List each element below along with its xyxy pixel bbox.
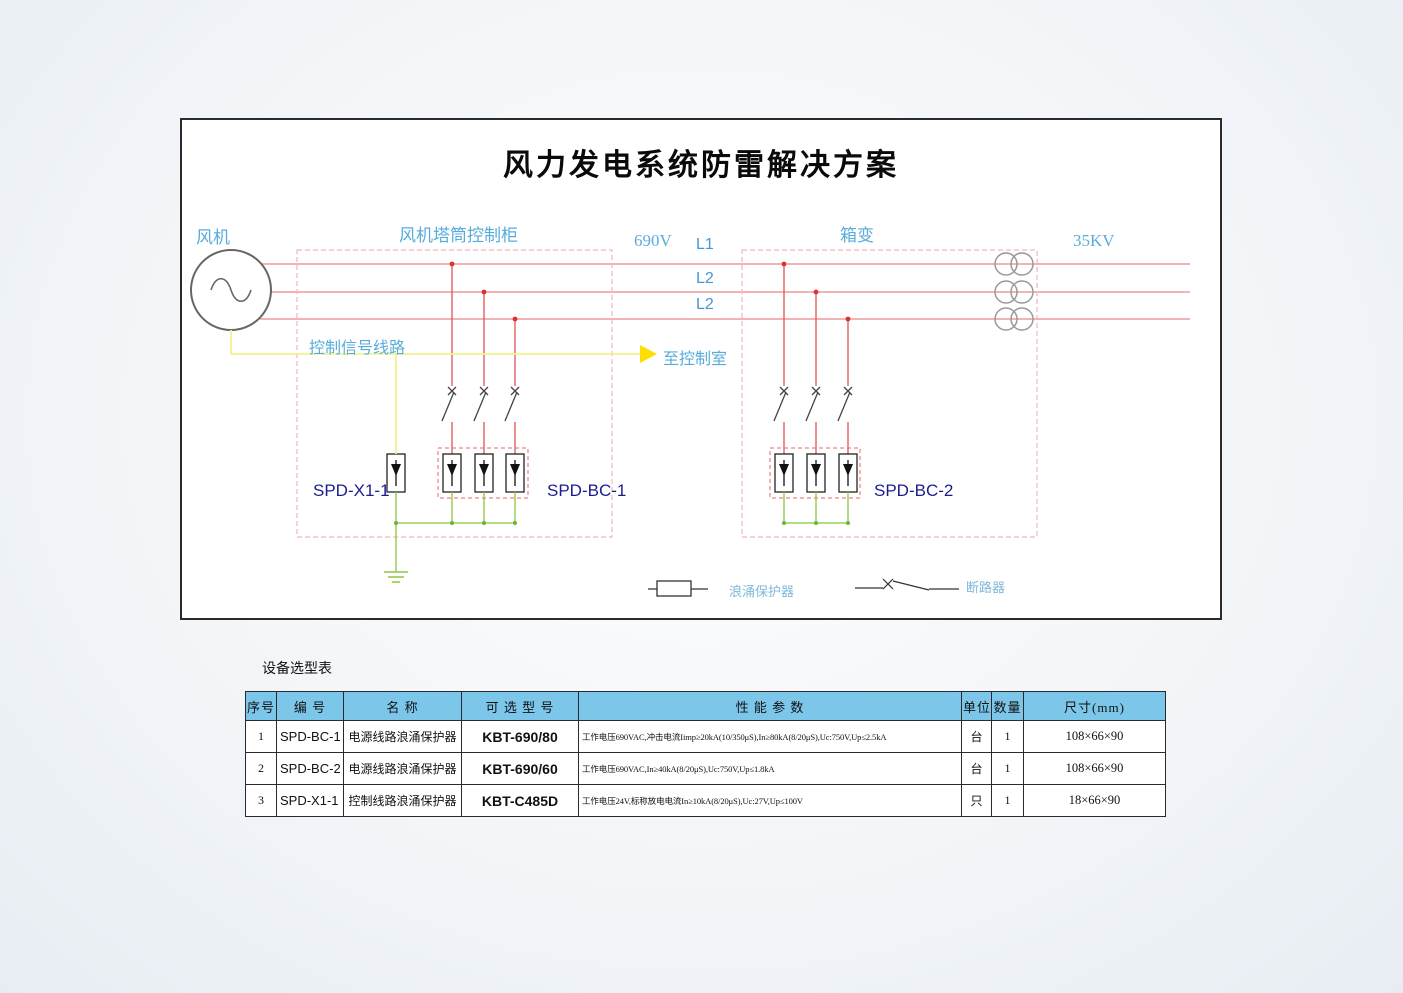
ground-symbol [384, 571, 408, 583]
cell-params: 工作电压24V,标称放电电流In≥10kA(8/20μS),Uc:27V,Up≤… [578, 784, 962, 817]
legend-spd-symbol [648, 580, 708, 597]
label-generator: 风机 [196, 228, 230, 247]
header-unit: 单位 [961, 691, 992, 721]
cell-size: 18×66×90 [1023, 784, 1166, 817]
spd-bc-1-symbol-a [442, 453, 462, 493]
spd-bc-2-symbol-b [806, 453, 826, 493]
label-spd-bc-1: SPD-BC-1 [547, 481, 627, 500]
breaker-symbols [441, 386, 853, 422]
spd-bc-1-symbol-b [474, 453, 494, 493]
power-lines [260, 263, 1190, 320]
diagram-panel: 风力发电系统防雷解决方案 风机 风机塔筒控制柜 690V L1 L2 L2 箱变… [180, 118, 1222, 620]
cell-qty: 1 [991, 784, 1024, 817]
cell-qty: 1 [991, 752, 1024, 785]
drop-lines [451, 264, 849, 454]
cell-no: 3 [245, 784, 277, 817]
control-cabinet-boundary [296, 249, 613, 538]
label-phase-l2: L2 [696, 270, 714, 287]
table-caption: 设备选型表 [262, 662, 332, 677]
header-code: 编 号 [276, 691, 344, 721]
cell-model: KBT-690/80 [461, 720, 579, 753]
label-phase-l1: L1 [696, 236, 714, 253]
label-690v: 690V [634, 231, 672, 250]
cell-unit: 台 [961, 752, 992, 785]
cell-model: KBT-C485D [461, 784, 579, 817]
label-to-control-room: 至控制室 [663, 351, 728, 368]
cell-name: 电源线路浪涌保护器 [343, 752, 462, 785]
cell-model: KBT-690/60 [461, 752, 579, 785]
cell-name: 控制线路浪涌保护器 [343, 784, 462, 817]
label-spd-bc-2: SPD-BC-2 [874, 481, 954, 500]
spd-symbols [386, 453, 858, 493]
header-params: 性 能 参 数 [578, 691, 962, 721]
table-row: 1 SPD-BC-1 电源线路浪涌保护器 KBT-690/80 工作电压690V… [245, 720, 1166, 753]
label-phase-l3: L2 [696, 296, 714, 313]
label-control-signal: 控制信号线路 [309, 340, 406, 357]
cell-unit: 只 [961, 784, 992, 817]
label-spd-x1-1: SPD-X1-1 [313, 481, 390, 500]
spd-group-outline-2 [769, 447, 861, 499]
cell-unit: 台 [961, 720, 992, 753]
control-signal-path [230, 330, 640, 454]
spd-x1-1-symbol [386, 453, 406, 493]
header-size: 尺寸(mm) [1023, 691, 1166, 721]
to-control-room-arrow [640, 345, 657, 363]
legend-breaker-symbol [855, 578, 959, 591]
label-transformer: 箱变 [840, 226, 874, 245]
circuit-drawing [190, 249, 1190, 597]
table-row: 2 SPD-BC-2 电源线路浪涌保护器 KBT-690/60 工作电压690V… [245, 752, 1166, 785]
label-legend-spd: 浪涌保护器 [729, 584, 795, 599]
label-35kv: 35KV [1073, 231, 1115, 250]
cell-code: SPD-BC-2 [276, 752, 344, 785]
table-row: 3 SPD-X1-1 控制线路浪涌保护器 KBT-C485D 工作电压24V,标… [245, 784, 1166, 817]
cell-code: SPD-X1-1 [276, 784, 344, 817]
header-name: 名 称 [343, 691, 462, 721]
spd-bc-1-symbol-c [505, 453, 525, 493]
cell-size: 108×66×90 [1023, 752, 1166, 785]
cell-no: 2 [245, 752, 277, 785]
cell-no: 1 [245, 720, 277, 753]
diagram-title: 风力发电系统防雷解决方案 [503, 149, 899, 182]
transformer-symbol [994, 252, 1034, 331]
junction-dots [394, 261, 851, 525]
transformer-boundary [741, 249, 1038, 538]
equipment-selection-table: 序号 编 号 名 称 可 选 型 号 性 能 参 数 单位 数量 尺寸(mm) … [245, 691, 1166, 817]
spd-group-outline-1 [437, 447, 529, 499]
header-no: 序号 [245, 691, 277, 721]
ground-bus [395, 492, 849, 572]
cell-params: 工作电压690VAC,In≥40kA(8/20μS),Uc:750V,Up≤1.… [578, 752, 962, 785]
generator-symbol [190, 249, 272, 331]
header-qty: 数量 [991, 691, 1024, 721]
cell-size: 108×66×90 [1023, 720, 1166, 753]
spd-bc-2-symbol-a [774, 453, 794, 493]
cell-params: 工作电压690VAC,冲击电流Iimp≥20kA(10/350μS),In≥80… [578, 720, 962, 753]
cell-qty: 1 [991, 720, 1024, 753]
label-control-cabinet: 风机塔筒控制柜 [399, 226, 518, 245]
cell-code: SPD-BC-1 [276, 720, 344, 753]
cell-name: 电源线路浪涌保护器 [343, 720, 462, 753]
header-model: 可 选 型 号 [461, 691, 579, 721]
label-legend-breaker: 断路器 [966, 580, 1006, 595]
table-header-row: 序号 编 号 名 称 可 选 型 号 性 能 参 数 单位 数量 尺寸(mm) [245, 691, 1166, 721]
spd-bc-2-symbol-c [838, 453, 858, 493]
